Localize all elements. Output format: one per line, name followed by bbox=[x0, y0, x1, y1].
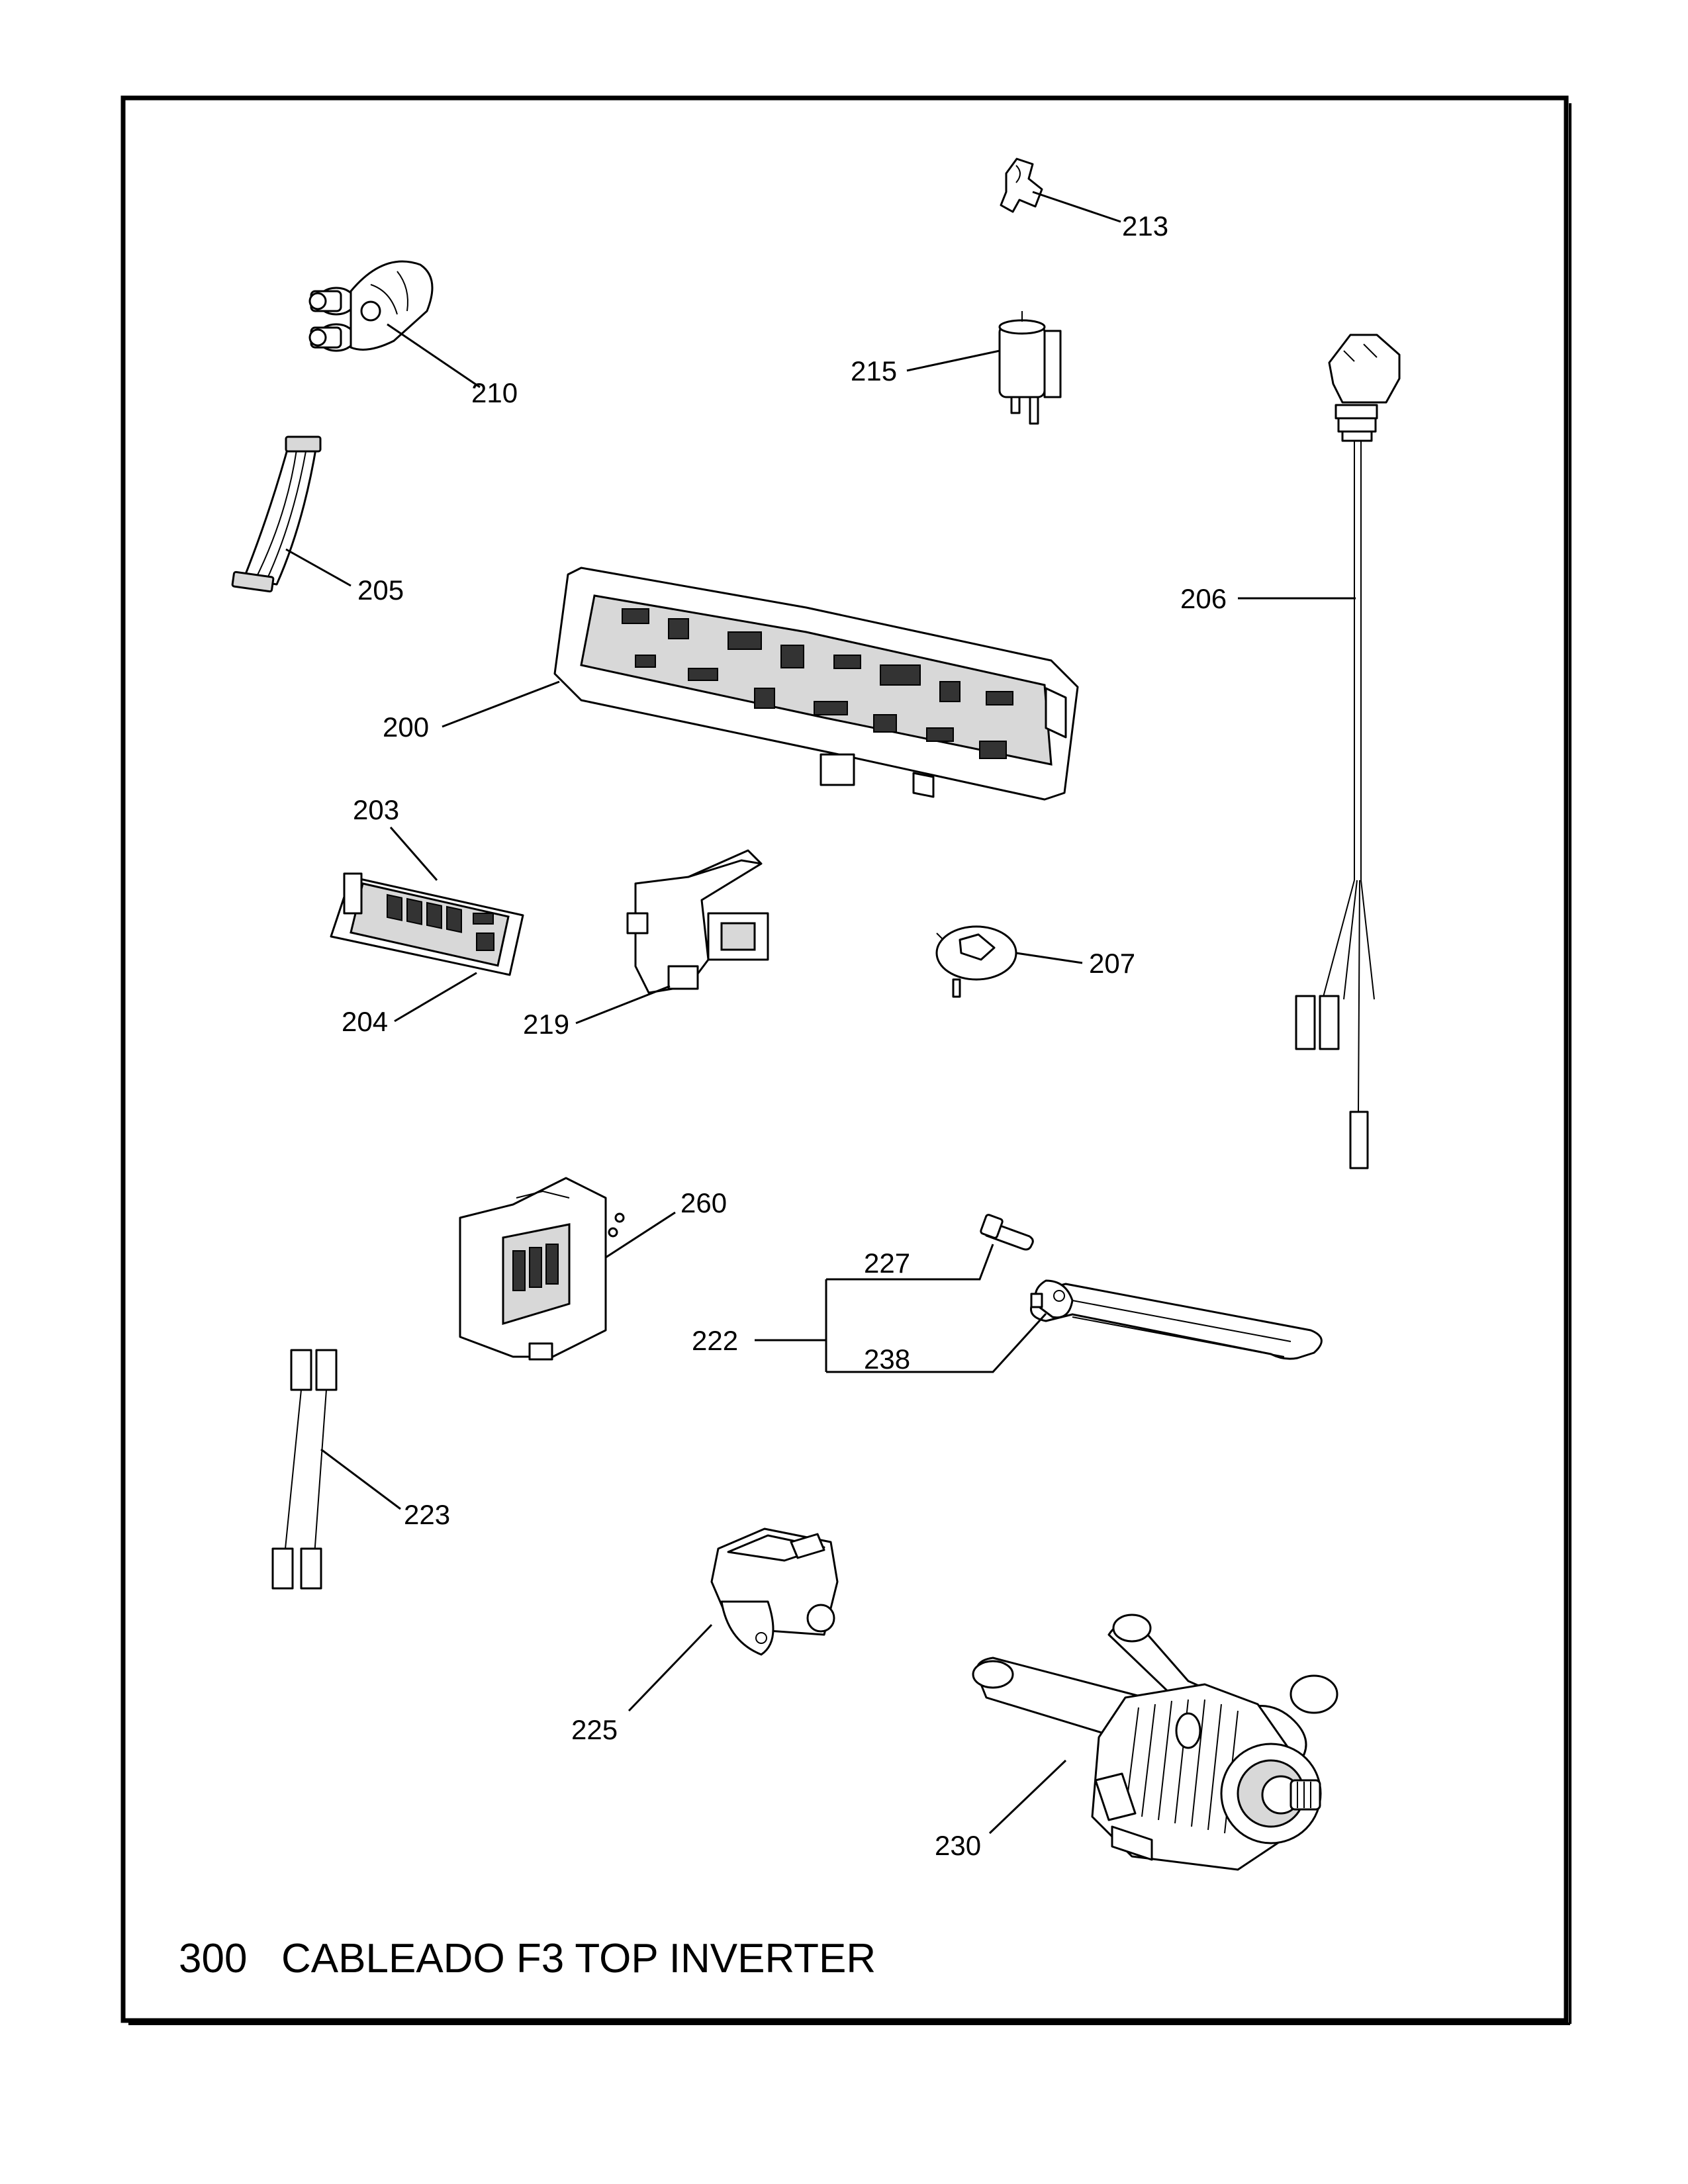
label-204: 204 bbox=[342, 1006, 388, 1037]
diagram-frame bbox=[120, 95, 1569, 2023]
leader-204 bbox=[394, 972, 477, 1023]
part-219-door-lock bbox=[626, 849, 769, 994]
leader-207 bbox=[1015, 952, 1083, 964]
diagram-title-text: CABLEADO F3 TOP INVERTER bbox=[281, 1936, 876, 1981]
part-238-heating-element bbox=[1030, 1279, 1323, 1360]
leader-203 bbox=[389, 827, 438, 881]
label-200: 200 bbox=[383, 711, 429, 743]
part-227-bolt bbox=[980, 1214, 1034, 1251]
label-210: 210 bbox=[471, 377, 518, 408]
leader-225 bbox=[628, 1623, 713, 1712]
label-222: 222 bbox=[692, 1325, 738, 1356]
label-227: 227 bbox=[864, 1248, 910, 1279]
leader-219 bbox=[575, 985, 671, 1024]
part-223-jumper-wires bbox=[271, 1349, 338, 1590]
part-205-harness bbox=[231, 435, 322, 593]
label-215: 215 bbox=[851, 355, 897, 387]
leader-222-bracket bbox=[755, 1244, 1047, 1373]
leader-213 bbox=[1032, 191, 1121, 223]
label-223: 223 bbox=[404, 1499, 450, 1530]
label-230: 230 bbox=[935, 1830, 981, 1861]
label-205: 205 bbox=[357, 574, 404, 606]
label-213: 213 bbox=[1122, 210, 1168, 242]
leader-205 bbox=[285, 548, 352, 587]
part-210-inlet-valve bbox=[308, 260, 434, 352]
part-260-inverter-box bbox=[459, 1177, 625, 1361]
label-238: 238 bbox=[864, 1343, 910, 1375]
part-206-power-cord bbox=[1295, 334, 1401, 1169]
label-225: 225 bbox=[571, 1714, 618, 1745]
leader-210 bbox=[387, 323, 481, 388]
part-230-motor bbox=[972, 1614, 1338, 1871]
part-200-main-board bbox=[553, 567, 1079, 801]
leader-200 bbox=[442, 680, 560, 728]
leader-230 bbox=[988, 1759, 1067, 1835]
part-225-drain-pump bbox=[710, 1527, 839, 1656]
label-219: 219 bbox=[523, 1009, 569, 1040]
part-207-pressure-switch bbox=[935, 925, 1017, 998]
leader-223 bbox=[320, 1448, 401, 1510]
label-207: 207 bbox=[1089, 948, 1135, 979]
part-215-capacitor bbox=[998, 311, 1062, 425]
label-260: 260 bbox=[680, 1187, 727, 1218]
label-203: 203 bbox=[353, 794, 399, 825]
leader-215 bbox=[906, 349, 1000, 372]
leader-260 bbox=[605, 1211, 676, 1259]
part-203-204-display-board bbox=[330, 872, 524, 976]
part-213-clip bbox=[1000, 158, 1043, 213]
label-206: 206 bbox=[1180, 583, 1227, 614]
diagram-title-number: 300 bbox=[179, 1936, 247, 1981]
